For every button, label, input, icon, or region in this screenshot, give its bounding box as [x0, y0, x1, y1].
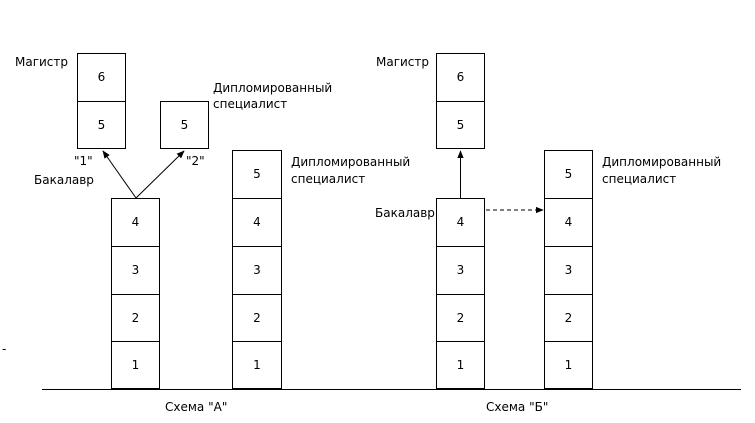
stack-cell: 2 — [232, 294, 282, 342]
svg-text:5: 5 — [253, 167, 261, 181]
stack-cell: 4 — [436, 198, 485, 247]
stack-cell: 2 — [544, 294, 593, 342]
stack-cell: 2 — [111, 294, 160, 342]
svg-text:2: 2 — [132, 311, 140, 325]
stack-cell: 1 — [544, 341, 593, 389]
scheme-b-master-stack: 5 6 — [436, 53, 485, 149]
scheme-a-master-stack: 5 6 — [77, 53, 126, 149]
scheme-b-master-label: Магистр — [376, 55, 429, 69]
stack-cell: 5 — [436, 101, 485, 149]
stack-cell: 1 — [111, 341, 160, 389]
scheme-b-specialist-label: Дипломированный специалист — [602, 155, 725, 186]
svg-text:4: 4 — [565, 215, 573, 229]
stack-cell: 4 — [232, 198, 282, 247]
stack-cell: 1 — [436, 341, 485, 389]
scheme-a-bachelor-stack: 1 2 3 4 — [111, 198, 160, 389]
stack-cell: 2 — [436, 294, 485, 342]
svg-text:3: 3 — [565, 263, 573, 277]
stack-cell: 4 — [544, 198, 593, 247]
svg-text:4: 4 — [132, 215, 140, 229]
scheme-b-bachelor-stack: 1 2 3 4 — [436, 198, 485, 389]
svg-text:2: 2 — [253, 311, 261, 325]
scheme-a-caption: Схема "А" — [165, 400, 227, 414]
svg-text:1: 1 — [457, 358, 465, 372]
svg-text:2: 2 — [457, 311, 465, 325]
stack-cell: 3 — [436, 246, 485, 295]
svg-text:5: 5 — [565, 167, 573, 181]
stack-cell: 6 — [77, 53, 126, 102]
svg-text:1: 1 — [132, 358, 140, 372]
stack-cell: 3 — [232, 246, 282, 295]
scheme-b-specialist-stack: 1 2 3 4 5 — [544, 150, 593, 389]
side-mark: - — [2, 342, 6, 356]
stack-cell: 4 — [111, 198, 160, 247]
svg-text:3: 3 — [457, 263, 465, 277]
scheme-b-bachelor-label: Бакалавр — [375, 206, 435, 220]
svg-text:4: 4 — [457, 215, 465, 229]
stack-cell: 6 — [436, 53, 485, 102]
scheme-b-caption: Схема "Б" — [486, 400, 548, 414]
stack-cell: 5 — [77, 101, 126, 149]
scheme-a-master-label: Магистр — [15, 55, 68, 69]
stack-cell: 5 — [544, 150, 593, 199]
scheme-a-path-2-label: "2" — [186, 154, 205, 168]
svg-text:6: 6 — [98, 70, 106, 84]
svg-text:2: 2 — [565, 311, 573, 325]
svg-text:3: 3 — [253, 263, 261, 277]
scheme-a-bachelor-label: Бакалавр — [34, 173, 94, 187]
stack-cell: 5 — [232, 150, 282, 199]
svg-text:6: 6 — [457, 70, 465, 84]
scheme-a-specialist-stack: 1 2 3 4 5 — [232, 150, 282, 389]
scheme-b: 1 2 3 4 5 6 — [375, 53, 725, 414]
svg-text:3: 3 — [132, 263, 140, 277]
svg-text:5: 5 — [98, 118, 106, 132]
scheme-a: 1 2 3 4 5 6 — [15, 53, 414, 414]
svg-text:1: 1 — [253, 358, 261, 372]
scheme-a-specialist-short-box: 5 — [160, 101, 209, 149]
scheme-a-path-1-label: "1" — [74, 154, 93, 168]
svg-text:1: 1 — [565, 358, 573, 372]
scheme-a-arrow-path-2 — [135, 150, 185, 199]
scheme-a-specialist-top-label: Дипломированный специалист — [213, 81, 336, 111]
stack-cell: 3 — [111, 246, 160, 295]
stack-cell: 1 — [232, 341, 282, 389]
scheme-a-specialist-right-label: Дипломированный специалист — [291, 155, 414, 186]
scheme-a-arrow-path-1 — [102, 150, 137, 199]
stack-cell: 3 — [544, 246, 593, 295]
svg-text:5: 5 — [457, 118, 465, 132]
svg-text:5: 5 — [181, 118, 189, 132]
svg-text:4: 4 — [253, 215, 261, 229]
